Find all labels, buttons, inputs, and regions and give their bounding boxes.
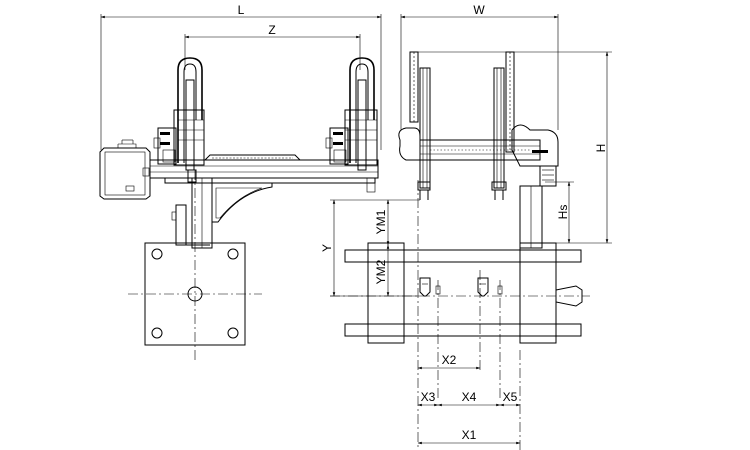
- label-z: Z: [268, 23, 275, 37]
- dimension-z: Z: [184, 23, 361, 70]
- dimension-h: H: [410, 51, 612, 244]
- label-hs: Hs: [556, 205, 570, 220]
- grippers: [419, 277, 503, 297]
- dimension-x3-x4-x5: X3 X4 X5: [417, 390, 521, 407]
- side-machine: [330, 180, 590, 450]
- side-support-column: [519, 185, 543, 249]
- dimension-w: W: [400, 3, 559, 130]
- label-h: H: [594, 144, 608, 153]
- side-arm-right: [491, 51, 515, 200]
- label-ym2: YM2: [374, 259, 388, 284]
- label-x2: X2: [442, 353, 457, 367]
- label-l: L: [238, 3, 245, 17]
- front-view: L Z: [99, 3, 382, 362]
- support-column: [171, 177, 273, 249]
- label-x3: X3: [421, 390, 436, 404]
- front-platen: [128, 170, 262, 362]
- control-box: [99, 139, 151, 200]
- label-x5: X5: [503, 390, 518, 404]
- label-y: Y: [320, 244, 334, 252]
- dimension-l: L: [100, 3, 382, 150]
- label-x4: X4: [462, 390, 477, 404]
- left-arm: [153, 57, 205, 183]
- side-arm-left: [409, 51, 431, 200]
- dimension-hs: Hs: [545, 181, 574, 244]
- dimension-x2: X2: [417, 353, 481, 370]
- dimension-y: Y YM1 YM2: [320, 199, 420, 297]
- right-arm: [325, 57, 378, 171]
- dimension-x1: X1: [417, 428, 521, 445]
- label-ym1: YM1: [374, 209, 388, 234]
- label-w: W: [473, 3, 485, 17]
- side-view: W H Hs Y YM1 YM2: [320, 3, 612, 450]
- label-x1: X1: [462, 428, 477, 442]
